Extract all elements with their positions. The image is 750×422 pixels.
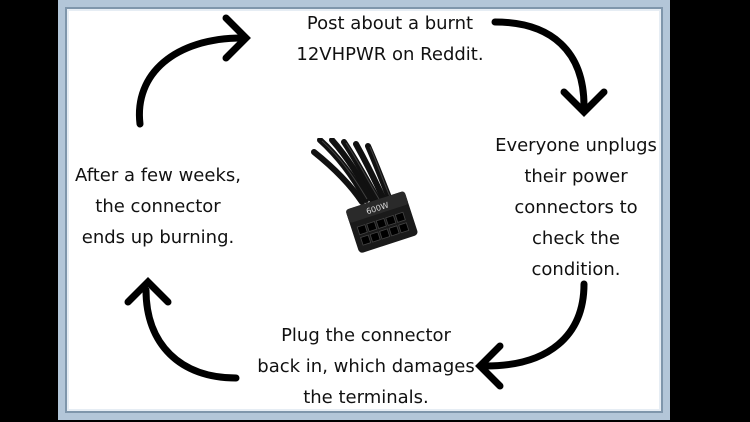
arrow-head-bottom-left [124, 277, 172, 306]
step-connector-burns: After a few weeks, the connector ends up… [75, 165, 241, 248]
arrow-head-top-left [222, 14, 251, 62]
arrow-bottom-to-left [142, 286, 240, 382]
step-post-on-reddit: Post about a burnt 12VHPWR on Reddit. [296, 13, 484, 65]
arrow-right-to-bottom [482, 280, 588, 370]
arrow-head-top-right [560, 88, 608, 117]
power-connector-image: 600W [311, 138, 418, 253]
arrow-top-to-right [491, 18, 588, 110]
arrow-head-bottom-right [475, 342, 504, 390]
step-unplug-connectors: Everyone unplugs their power connectors … [495, 135, 657, 280]
step-plug-back-in: Plug the connector back in, which damage… [257, 325, 475, 408]
arrow-left-to-top [135, 34, 246, 128]
